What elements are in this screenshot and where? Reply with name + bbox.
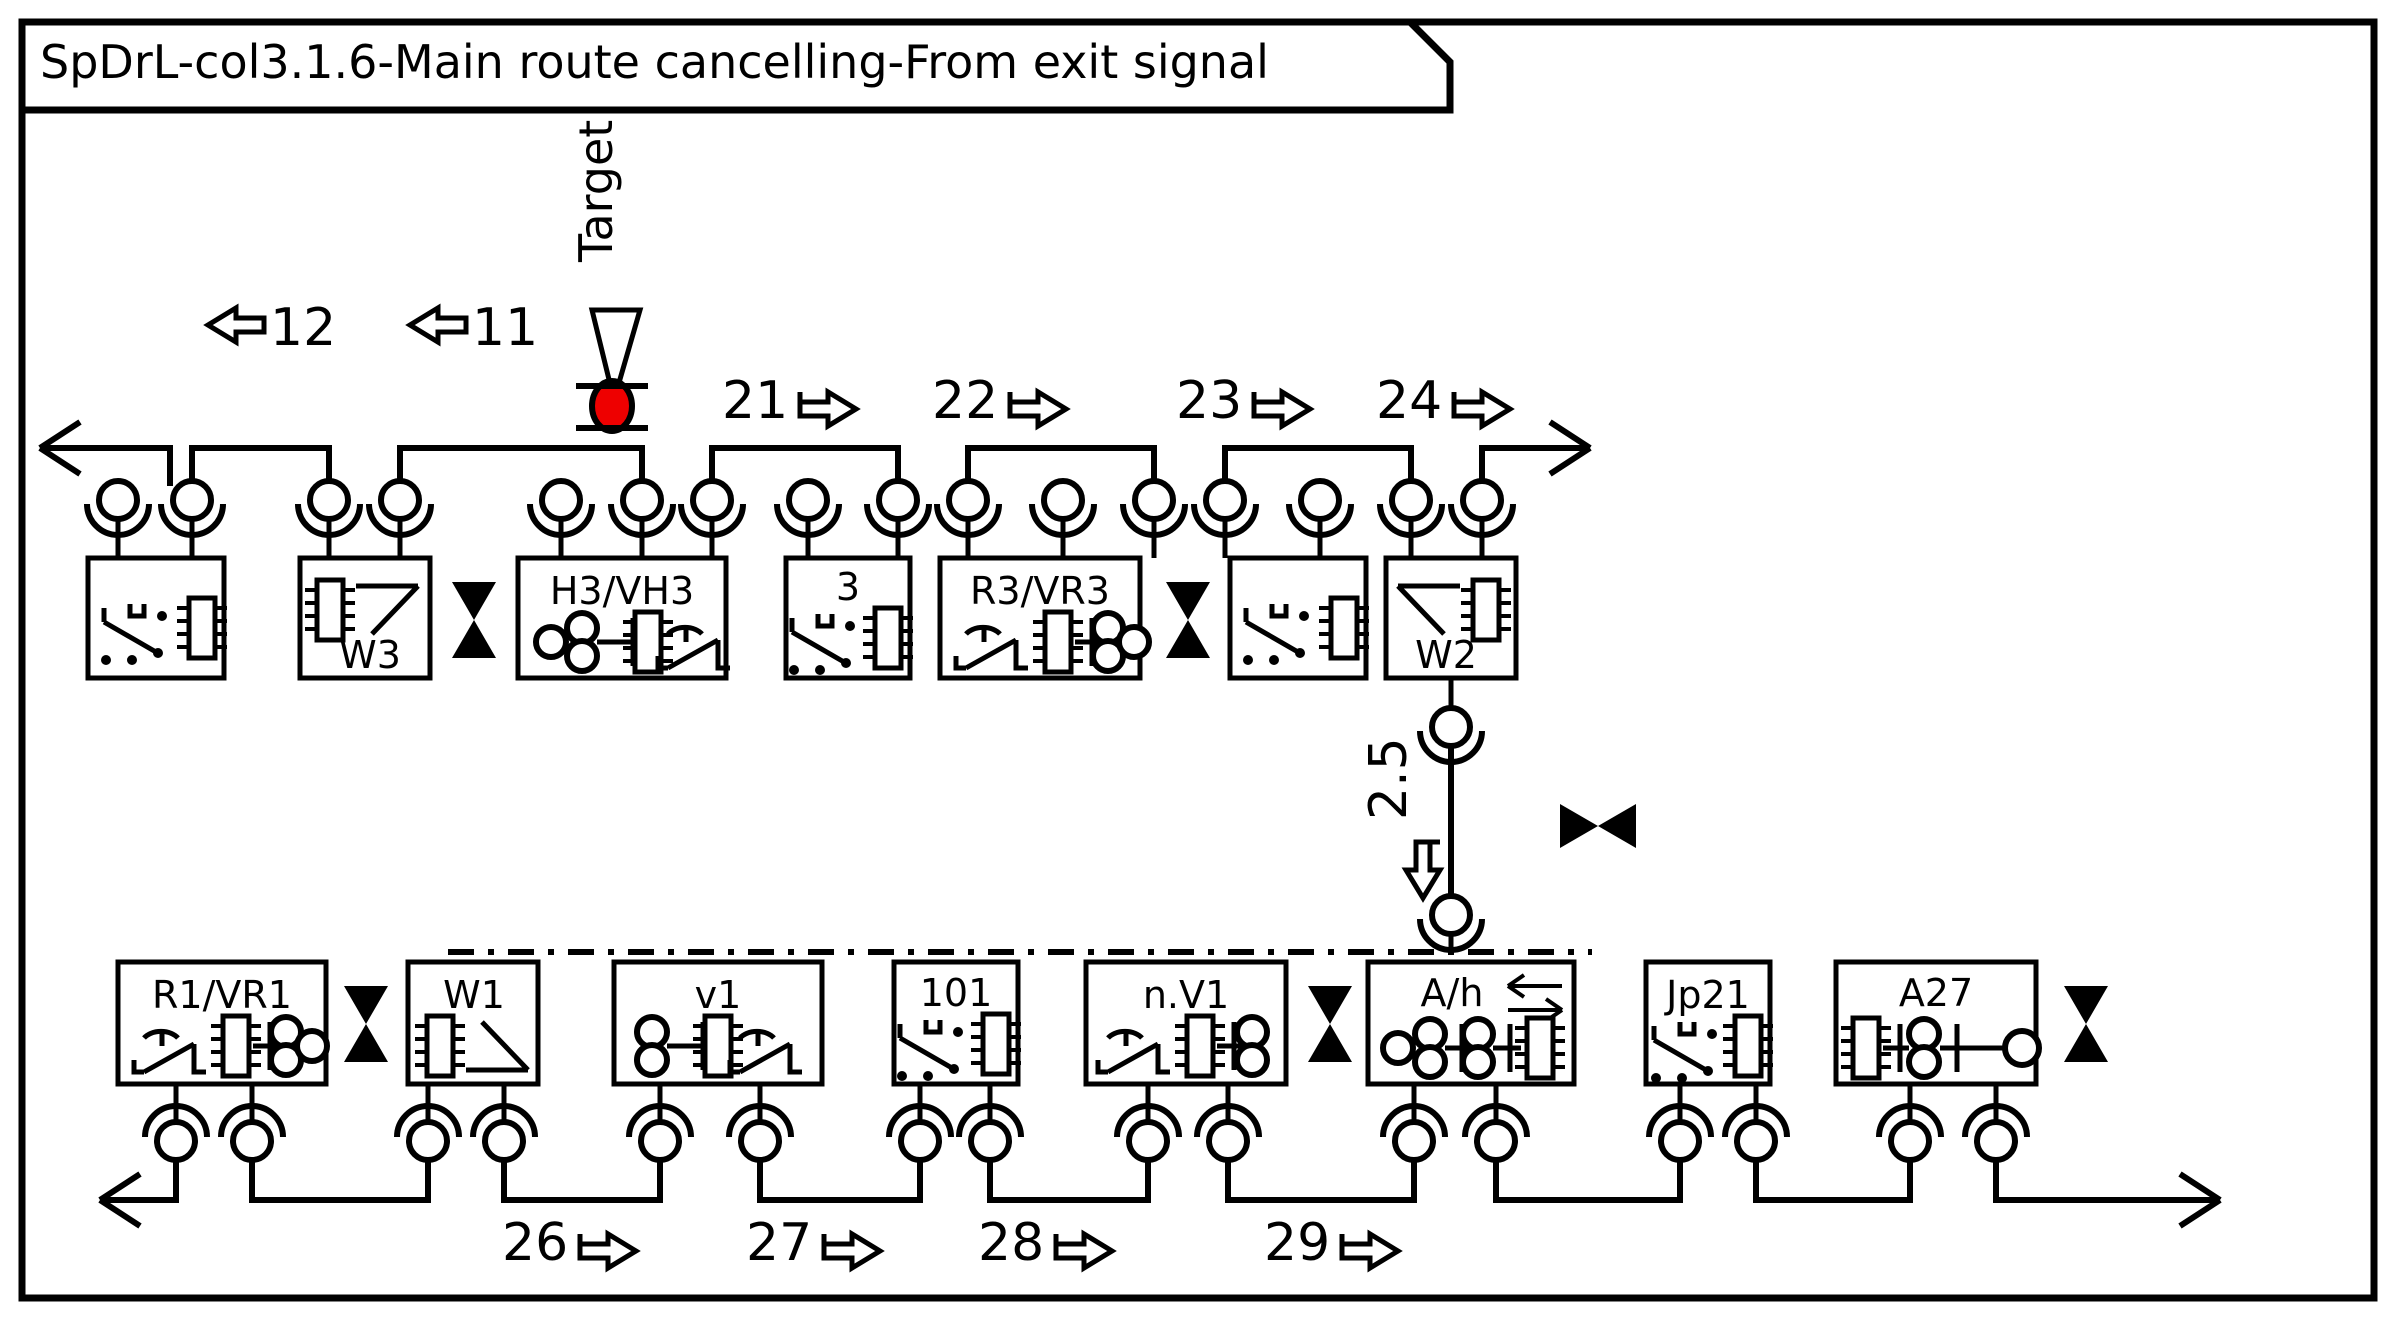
route-label-21: 21 <box>722 371 788 431</box>
lower-box-jp21-label: Jp21 <box>1664 973 1750 1017</box>
route-label-26: 26 <box>502 1213 568 1273</box>
arrow-right-icon <box>1339 1229 1403 1273</box>
arrow-right-icon <box>797 387 861 431</box>
point-machine-icon <box>1396 583 1460 636</box>
lower-box-a27[interactable]: A27 <box>1833 959 2042 1087</box>
lower-box-w1-label: W1 <box>443 973 505 1017</box>
upper-box-5[interactable] <box>1227 555 1369 681</box>
branch-route-label: 2.5 <box>1359 737 1419 820</box>
route-label-11: 11 <box>472 298 538 358</box>
upper-terminals <box>87 481 1513 535</box>
upper-box-3-label: 3 <box>836 565 860 609</box>
lower-route-labels: 26 27 28 29 <box>502 1213 1403 1273</box>
target-label: Target <box>569 120 623 263</box>
page-title: SpDrL-col3.1.6-Main route cancelling-Fro… <box>40 35 1269 89</box>
bowtie-icon <box>1308 986 1352 1062</box>
lower-box-w1[interactable]: W1 <box>405 959 541 1087</box>
upper-box-1[interactable] <box>85 555 227 681</box>
point-machine-icon <box>356 583 420 636</box>
lower-box-r1vr1[interactable]: R1/VR1 <box>115 959 330 1087</box>
lower-box-r1vr1-label: R1/VR1 <box>152 973 292 1017</box>
arrow-right-icon <box>1251 387 1315 431</box>
arrow-right-icon <box>1451 387 1515 431</box>
route-label-29: 29 <box>1264 1213 1330 1273</box>
arrow-right-icon <box>1007 387 1071 431</box>
lower-box-v1-label: v1 <box>695 973 742 1017</box>
upper-box-r3vr3-label: R3/VR3 <box>970 569 1110 613</box>
arrow-right-icon <box>577 1229 641 1273</box>
lower-box-ah[interactable]: A/h <box>1365 959 1577 1087</box>
bowtie-icon <box>2064 986 2108 1062</box>
title-block: SpDrL-col3.1.6-Main route cancelling-Fro… <box>22 18 1454 114</box>
upper-left-route-labels: 12 11 <box>203 298 538 358</box>
branch-connector: 2.5 <box>1359 678 1636 954</box>
upper-box-h3vh3-label: H3/VH3 <box>550 569 694 613</box>
bowtie-icon <box>1166 582 1210 658</box>
lower-box-nv1-label: n.V1 <box>1143 973 1229 1017</box>
arrow-right-icon <box>821 1229 885 1273</box>
route-label-12: 12 <box>270 298 336 358</box>
upper-box-3[interactable]: 3 <box>783 555 913 681</box>
bowtie-icon <box>452 582 496 658</box>
arrow-down-icon <box>1401 839 1445 903</box>
arrow-left-icon <box>203 303 267 347</box>
lower-box-nv1[interactable]: n.V1 <box>1083 959 1289 1087</box>
lower-box-v1[interactable]: v1 <box>611 959 825 1087</box>
upper-box-r3vr3[interactable]: R3/VR3 <box>937 555 1152 681</box>
arrow-right-icon <box>1053 1229 1117 1273</box>
bowtie-icon <box>344 986 388 1062</box>
lower-box-101[interactable]: 101 <box>891 959 1021 1087</box>
upper-right-route-labels: 21 22 23 24 <box>722 371 1515 431</box>
upper-box-w2-label: W2 <box>1415 633 1477 677</box>
upper-track-line <box>38 419 1592 486</box>
upper-leads <box>115 519 1485 558</box>
target-marker: Target <box>569 120 648 434</box>
route-label-27: 27 <box>746 1213 812 1273</box>
route-label-22: 22 <box>932 371 998 431</box>
bowtie-icon <box>1560 804 1636 848</box>
lower-box-101-label: 101 <box>920 971 993 1015</box>
upper-box-w2[interactable]: W2 <box>1383 555 1519 681</box>
lower-box-ah-label: A/h <box>1421 971 1484 1015</box>
lower-box-jp21[interactable]: Jp21 <box>1643 959 1773 1087</box>
lower-track-line <box>98 1160 2222 1229</box>
route-label-28: 28 <box>978 1213 1044 1273</box>
point-machine-icon <box>466 1020 530 1073</box>
arrow-left-icon <box>405 303 469 347</box>
route-label-24: 24 <box>1376 371 1442 431</box>
upper-box-h3vh3[interactable]: H3/VH3 <box>515 555 730 681</box>
lower-box-a27-label: A27 <box>1899 971 1973 1015</box>
upper-box-w3-label: W3 <box>339 633 401 677</box>
route-label-23: 23 <box>1176 371 1242 431</box>
upper-box-w3[interactable]: W3 <box>297 555 433 681</box>
